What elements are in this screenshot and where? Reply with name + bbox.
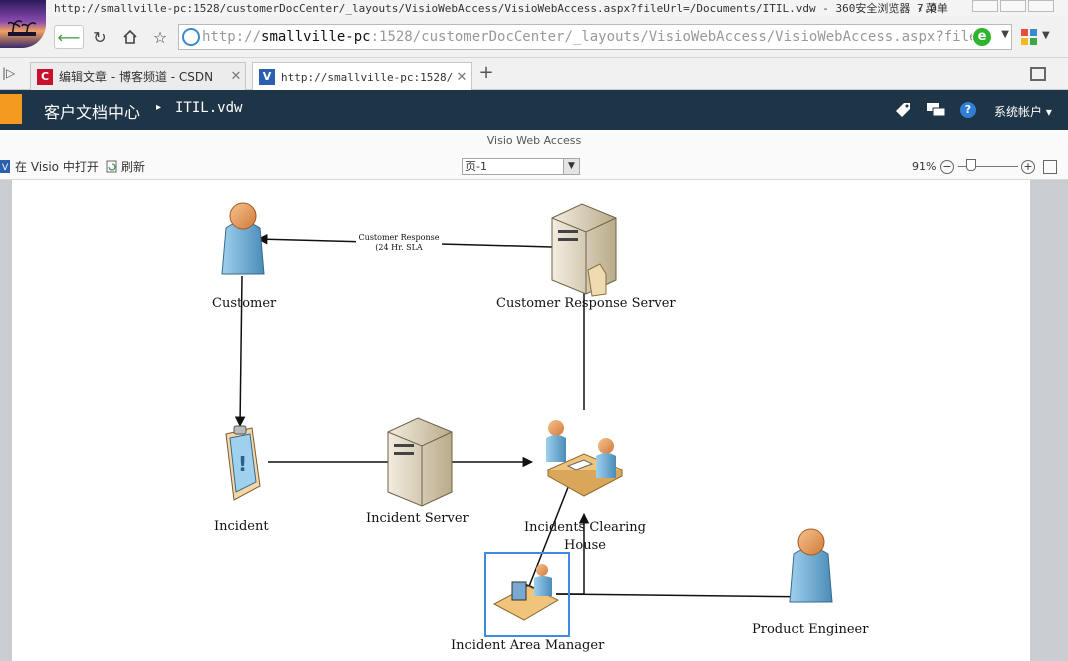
arrow-left-icon: ⟵	[57, 27, 81, 47]
incidents-clearing-house-icon	[546, 420, 624, 497]
url-input[interactable]: http://smallville-pc:1528/customerDocCen…	[178, 24, 1012, 50]
customer-icon	[221, 202, 265, 275]
reload-icon: ↻	[93, 27, 107, 47]
refresh-label: 刷新	[121, 160, 146, 174]
browser-titlebar: http://smallville-pc:1528/customerDocCen…	[0, 0, 1068, 16]
url-dropdown-icon[interactable]: ▼	[1001, 29, 1009, 40]
menu-label: 菜单	[925, 2, 948, 15]
home-button[interactable]	[118, 25, 142, 49]
url-text: http://smallville-pc:1528/customerDocCen…	[202, 29, 972, 45]
window-title: http://smallville-pc:1528/customerDocCen…	[54, 2, 937, 15]
tab-label: http://smallville-pc:1528/	[281, 70, 453, 84]
diagram-page[interactable]	[12, 180, 1030, 661]
new-tab-button[interactable]: +	[478, 62, 494, 83]
open-in-visio-label: 在 Visio 中打开	[15, 160, 99, 174]
close-icon[interactable]: ✕	[456, 69, 468, 85]
tab-label: 编辑文章 - 博客频道 - CSDN	[59, 70, 214, 84]
zoom-in-button[interactable]: +	[1021, 160, 1035, 174]
favorite-button[interactable]: ☆	[148, 25, 172, 49]
customer-response-server-label: Customer Response Server	[496, 296, 676, 311]
zoom-slider-thumb[interactable]	[966, 159, 976, 171]
page-select[interactable]: 页-1 ▼	[462, 158, 580, 175]
file-name: ITIL.vdw	[175, 100, 243, 116]
tab-csdn[interactable]: C 编辑文章 - 博客频道 - CSDN ✕	[30, 62, 246, 90]
edge-label: Customer Response (24 Hr. SLA	[356, 233, 442, 253]
maximize-button[interactable]	[1028, 0, 1054, 12]
star-icon: ☆	[152, 27, 168, 47]
ie-mode-icon[interactable]: e	[973, 28, 991, 46]
back-button[interactable]: ⟵	[54, 25, 84, 49]
incident-icon: !	[225, 425, 261, 501]
pin-button[interactable]	[972, 0, 998, 12]
palm-tree-icon	[8, 20, 36, 36]
visio-favicon-icon: V	[259, 69, 275, 85]
apps-grid-icon[interactable]	[1020, 28, 1038, 46]
site-info-icon	[182, 28, 200, 46]
tab-strip: |▷ C 编辑文章 - 博客频道 - CSDN ✕ V http://small…	[0, 58, 1068, 91]
edge-manager-to-engineer	[555, 591, 822, 603]
sidebar-toggle-icon[interactable]: |▷	[2, 66, 16, 80]
incident-server-icon	[387, 417, 453, 507]
page-select-value: 页-1	[465, 160, 487, 173]
refresh-button[interactable]: 刷新	[106, 158, 145, 175]
account-menu[interactable]: 系统帐户 ▾	[994, 105, 1052, 119]
incidents-clearing-house-label: Incidents Clearing House	[524, 520, 646, 553]
product-engineer-icon	[789, 528, 833, 603]
sharepoint-logo-icon[interactable]	[0, 94, 22, 124]
help-icon[interactable]: ?	[960, 102, 976, 118]
open-in-visio-button[interactable]: V 在 Visio 中打开	[0, 158, 99, 175]
user-avatar[interactable]	[0, 0, 46, 48]
reload-button[interactable]: ↻	[88, 25, 112, 49]
address-toolbar: ⟵ ↻ ☆ http://smallville-pc:1528/customer…	[0, 16, 1068, 58]
customer-response-server-icon	[551, 203, 617, 297]
svg-text:V: V	[2, 163, 9, 173]
close-icon[interactable]: ✕	[230, 69, 242, 84]
csdn-favicon-icon: C	[37, 68, 53, 85]
sharepoint-suitebar: 客户文档中心 ▸ ITIL.vdw ? 系统帐户 ▾	[0, 90, 1068, 130]
tag-icon[interactable]	[894, 101, 912, 119]
incident-label: Incident	[214, 519, 269, 534]
tab-visio[interactable]: V http://smallville-pc:1528/ ✕	[252, 62, 472, 91]
zoom-out-button[interactable]: −	[940, 160, 954, 174]
product-engineer-label: Product Engineer	[752, 622, 869, 637]
incident-server-label: Incident Server	[366, 511, 469, 526]
breadcrumb-arrow-icon: ▸	[156, 102, 162, 113]
fit-to-window-icon[interactable]	[1043, 160, 1057, 174]
menu-button[interactable]: ‹ 菜单	[918, 2, 948, 15]
home-icon	[123, 29, 137, 44]
shape-selection-box[interactable]	[484, 552, 570, 637]
visio-icon: V	[0, 160, 10, 173]
chevron-down-icon: ▼	[563, 159, 579, 174]
customer-label: Customer	[212, 296, 277, 311]
diagram-canvas[interactable]: !	[0, 180, 1068, 661]
edge-customer-to-incident	[234, 275, 246, 428]
site-title[interactable]: 客户文档中心	[44, 103, 141, 122]
restore-tabs-icon[interactable]	[1030, 67, 1046, 81]
zoom-slider-track[interactable]	[958, 166, 1018, 167]
incident-area-manager-icon	[492, 564, 560, 621]
refresh-icon	[106, 160, 117, 173]
vwa-header: Visio Web Access	[0, 130, 1068, 154]
vwa-toolbar: V 在 Visio 中打开 刷新 页-1 ▼ 91% − +	[0, 154, 1068, 180]
zoom-level: 91%	[912, 160, 937, 173]
apps-dropdown-icon[interactable]: ▼	[1042, 30, 1050, 41]
incident-area-manager-label: Incident Area Manager	[451, 638, 605, 653]
svg-text:!: !	[238, 452, 247, 476]
chat-icon[interactable]	[926, 101, 946, 119]
minimize-button[interactable]	[1000, 0, 1026, 12]
